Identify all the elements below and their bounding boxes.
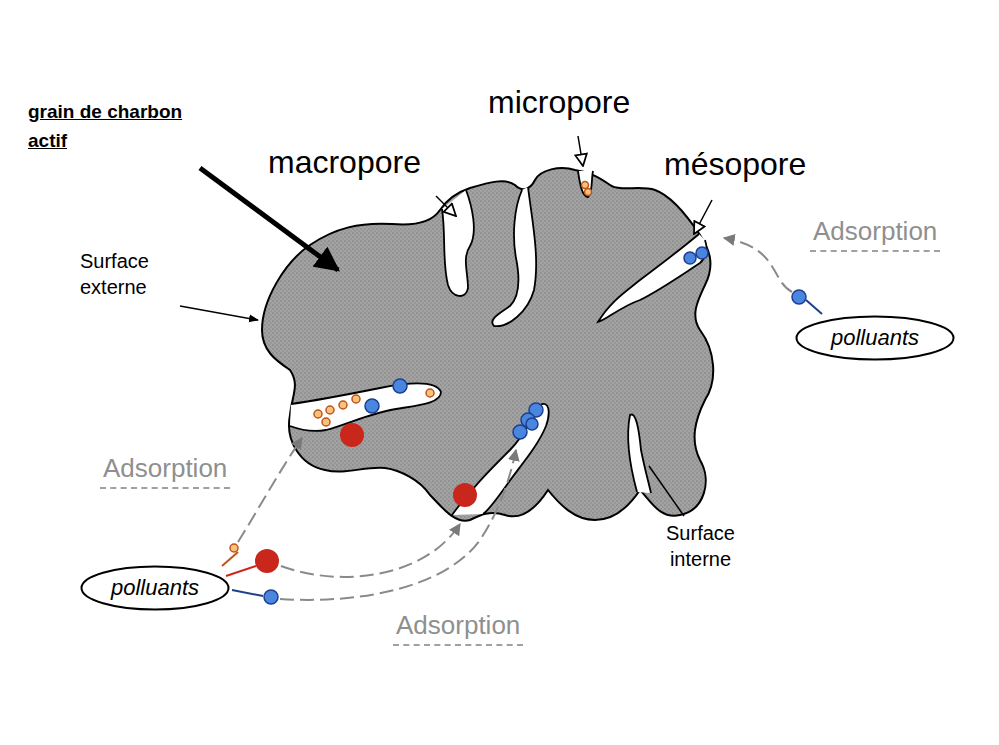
macropore-pointer [436, 196, 456, 216]
surface-label: Surface externe [80, 248, 180, 300]
node-text: polluants [831, 325, 919, 351]
title-label: grain de charbon actif [28, 98, 203, 155]
adsorption-paths [238, 238, 792, 600]
grain-pointer [200, 168, 338, 270]
small-molecules [230, 182, 592, 553]
large-molecules [255, 423, 477, 573]
pore-label: mésopore [664, 146, 806, 183]
grain-outline [262, 168, 713, 521]
pore-label: micropore [488, 84, 630, 121]
mesopore-pointer [694, 200, 712, 234]
process-label: Adsorption [393, 610, 523, 646]
surface-label: Surface interne [648, 520, 753, 572]
medium-molecules [264, 247, 806, 604]
pore-label: macropore [268, 144, 421, 181]
process-label: Adsorption [100, 453, 230, 489]
external-surface-pointer [180, 306, 258, 320]
pollutant-ellipse: polluants [80, 565, 230, 611]
pores [290, 171, 706, 515]
micropore-pointer [578, 136, 583, 166]
pollutant-ellipse: polluants [795, 315, 955, 361]
pollutant-links [222, 300, 822, 596]
internal-surface-pointer [649, 466, 684, 516]
node-text: polluants [111, 575, 199, 601]
process-label: Adsorption [810, 216, 940, 252]
